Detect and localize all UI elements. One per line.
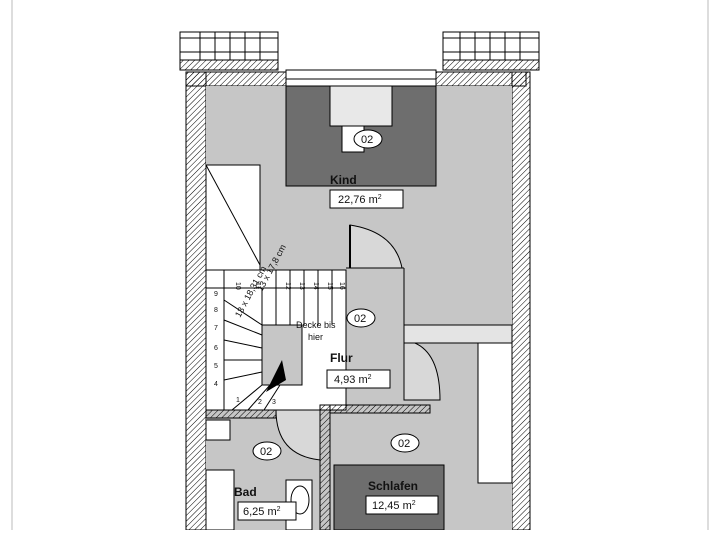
stair-step-number: 12 (284, 282, 291, 290)
svg-text:6,25 m2: 6,25 m2 (243, 506, 281, 518)
area-bad: 6,25 m (243, 506, 277, 518)
balcony-railing-right (442, 31, 540, 71)
tag-bad: 02 (260, 446, 272, 458)
stair-step-number: 3 (272, 399, 276, 406)
stair-step-number: 10 (234, 282, 241, 290)
stair-step-number: 9 (214, 291, 218, 298)
tag-flur: 02 (354, 313, 366, 325)
area-box-kind (329, 189, 404, 209)
staircase (205, 269, 347, 411)
area-schlafen: 12,45 m (372, 500, 412, 512)
stair-step-number: 1 (236, 397, 240, 404)
tag-kind: 02 (361, 134, 373, 146)
wardrobe (477, 342, 513, 484)
stair-step-number: 13 (298, 282, 305, 290)
svg-text:22,76 m2: 22,76 m2 (338, 194, 382, 206)
tag-circle-flur (346, 308, 376, 328)
stair-step-number: 6 (214, 345, 218, 352)
stair-step-number: 8 (214, 307, 218, 314)
stair-step-number: 14 (312, 282, 319, 290)
wall-bad-top (205, 409, 277, 419)
room-name-kind: Kind (330, 173, 357, 187)
stair-step-number: 15 (326, 282, 333, 290)
room-name-flur: Flur (330, 351, 353, 365)
stair-step-number: 7 (214, 325, 218, 332)
area-flur: 4,93 m (334, 374, 368, 386)
stair-note-line1: Decke bis (296, 320, 336, 330)
wall-schlafen-top (329, 404, 431, 414)
sink (205, 419, 231, 441)
area-unit-sup: 2 (378, 194, 382, 201)
wall-bad-schlafen (319, 404, 331, 531)
balcony-railing-left (179, 31, 279, 71)
area-kind: 22,76 m (338, 194, 378, 206)
stair-step-number: 11 (254, 282, 261, 289)
tag-circle-bad (252, 441, 282, 461)
stair-note-line2: hier (308, 332, 323, 342)
bathtub (205, 469, 235, 531)
stair-step-number: 16 (338, 282, 345, 290)
tag-circle-kind (353, 129, 383, 149)
desk (329, 85, 393, 127)
stair-step-number: 4 (214, 381, 218, 388)
room-name-schlafen: Schlafen (368, 479, 418, 493)
stair-step-number: 2 (258, 399, 262, 406)
tag-schlafen: 02 (398, 438, 410, 450)
svg-text:4,93 m2: 4,93 m2 (334, 374, 372, 386)
wall-segment (403, 324, 513, 344)
area-box-schlafen (365, 495, 439, 515)
tag-circle-schlafen (390, 433, 420, 453)
area-box-flur (326, 369, 391, 389)
area-box-bad (237, 501, 297, 521)
room-name-bad: Bad (234, 485, 257, 499)
svg-text:12,45 m2: 12,45 m2 (372, 500, 416, 512)
stair-step-number: 5 (214, 363, 218, 370)
